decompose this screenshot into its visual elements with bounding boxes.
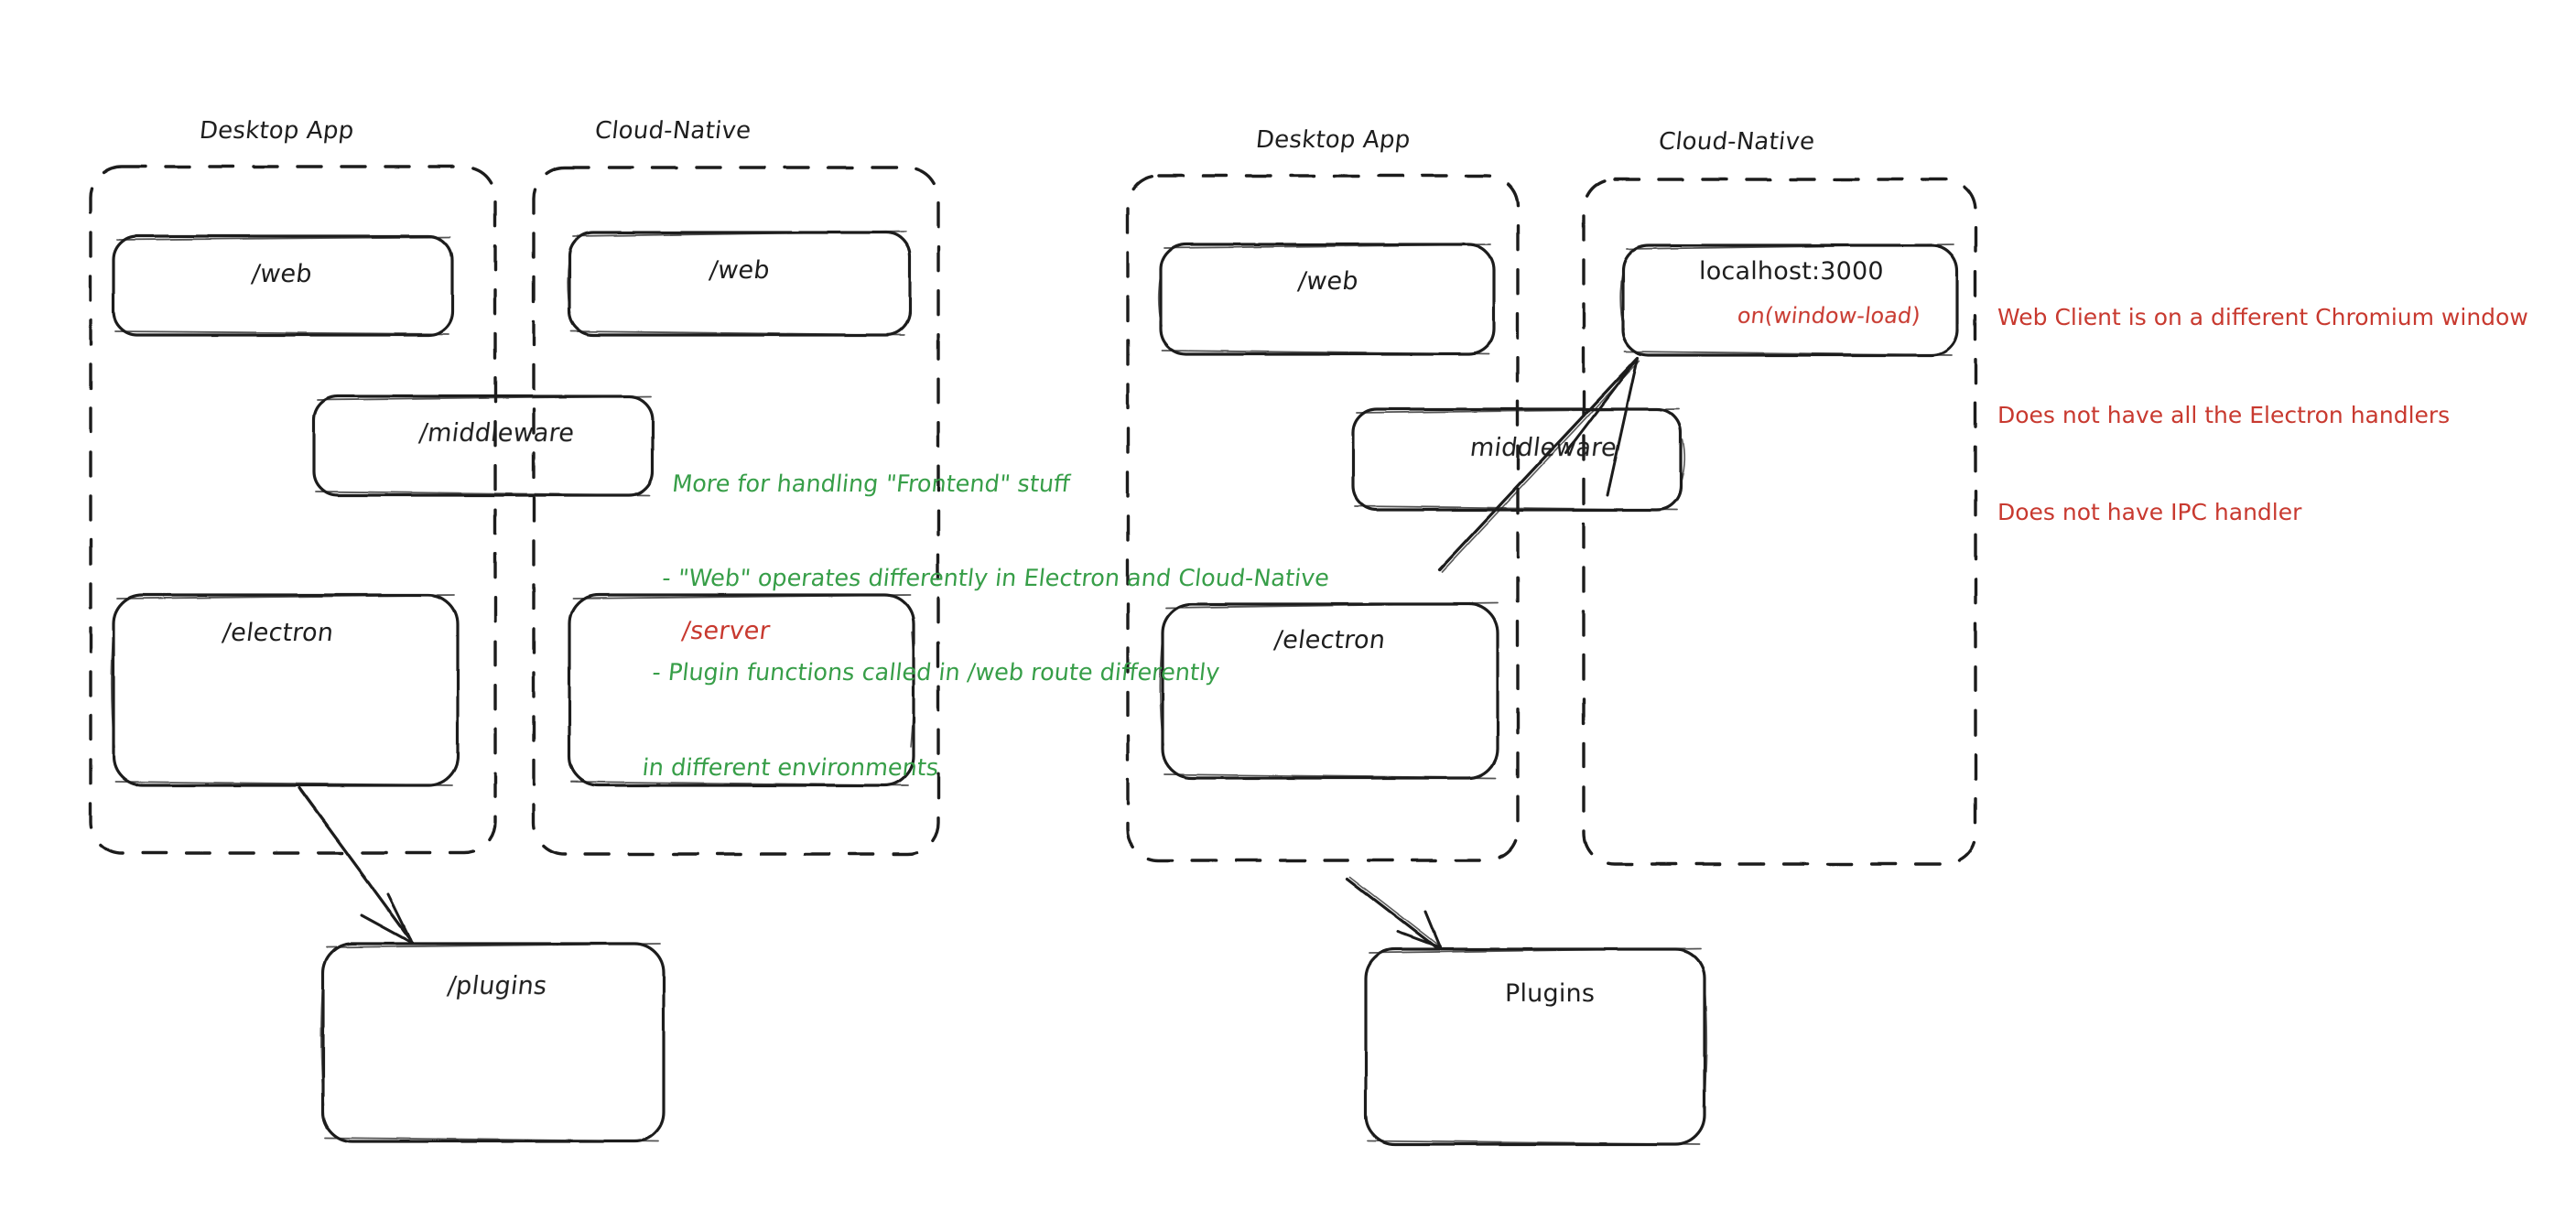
left-desktop-app-container [89,165,497,855]
green-annotation-line-1: More for handling "Frontend" stuff [670,470,1072,498]
left-plugins-node[interactable] [319,942,666,1143]
green-annotation-line-4: in different environments [641,753,940,782]
left-middleware-label: /middleware [417,419,577,448]
left-desktop-web-node[interactable] [112,234,454,337]
red-annotation-line-3: Does not have IPC handler [1997,499,2302,525]
green-annotation-line-3: - Plugin functions called in /web route … [651,659,1221,687]
left-desktop-web-label: /web [250,260,314,288]
red-annotation-line-1: Web Client is on a different Chromium wi… [1997,304,2528,330]
right-desktop-electron-label: /electron [1272,626,1388,654]
right-middleware-label: middleware [1468,434,1618,462]
right-desktop-web-label: /web [1296,267,1360,296]
left-green-annotation: More for handling "Frontend" stuff - "We… [634,405,1348,847]
right-desktop-app-title: Desktop App [1254,126,1412,154]
arrow-right-electron-to-localhost [1437,356,1640,573]
arrow-right-electron-to-plugins [1346,876,1442,950]
right-desktop-app-container [1126,174,1520,862]
right-red-annotation: Web Client is on a different Chromium wi… [1997,236,2528,594]
left-cloud-native-title: Cloud-Native [593,117,752,145]
left-cloud-server-node[interactable] [568,593,915,787]
right-localhost-label: localhost:3000 [1699,257,1884,286]
left-cloud-web-node[interactable] [567,231,912,337]
left-middleware-node[interactable] [312,394,655,497]
right-desktop-web-node[interactable] [1157,243,1496,356]
left-desktop-electron-label: /electron [221,619,336,647]
arrow-left-electron-to-plugins [298,786,414,945]
right-plugins-label: Plugins [1505,979,1596,1008]
left-desktop-electron-node[interactable] [110,593,460,787]
red-annotation-line-2: Does not have all the Electron handlers [1997,401,2451,428]
right-plugins-node[interactable] [1364,947,1708,1146]
left-cloud-native-container [532,166,940,856]
right-cloud-native-title: Cloud-Native [1657,128,1816,156]
green-annotation-line-2: - "Web" operates differently in Electron… [660,565,1331,593]
right-localhost-sublabel: on(window-load) [1736,303,1922,329]
left-cloud-web-label: /web [708,256,772,285]
right-desktop-electron-node[interactable] [1159,602,1499,780]
left-plugins-label: /plugins [446,972,549,1000]
right-localhost-node[interactable] [1619,243,1959,357]
right-middleware-node[interactable] [1351,407,1686,512]
left-desktop-app-title: Desktop App [198,117,356,145]
